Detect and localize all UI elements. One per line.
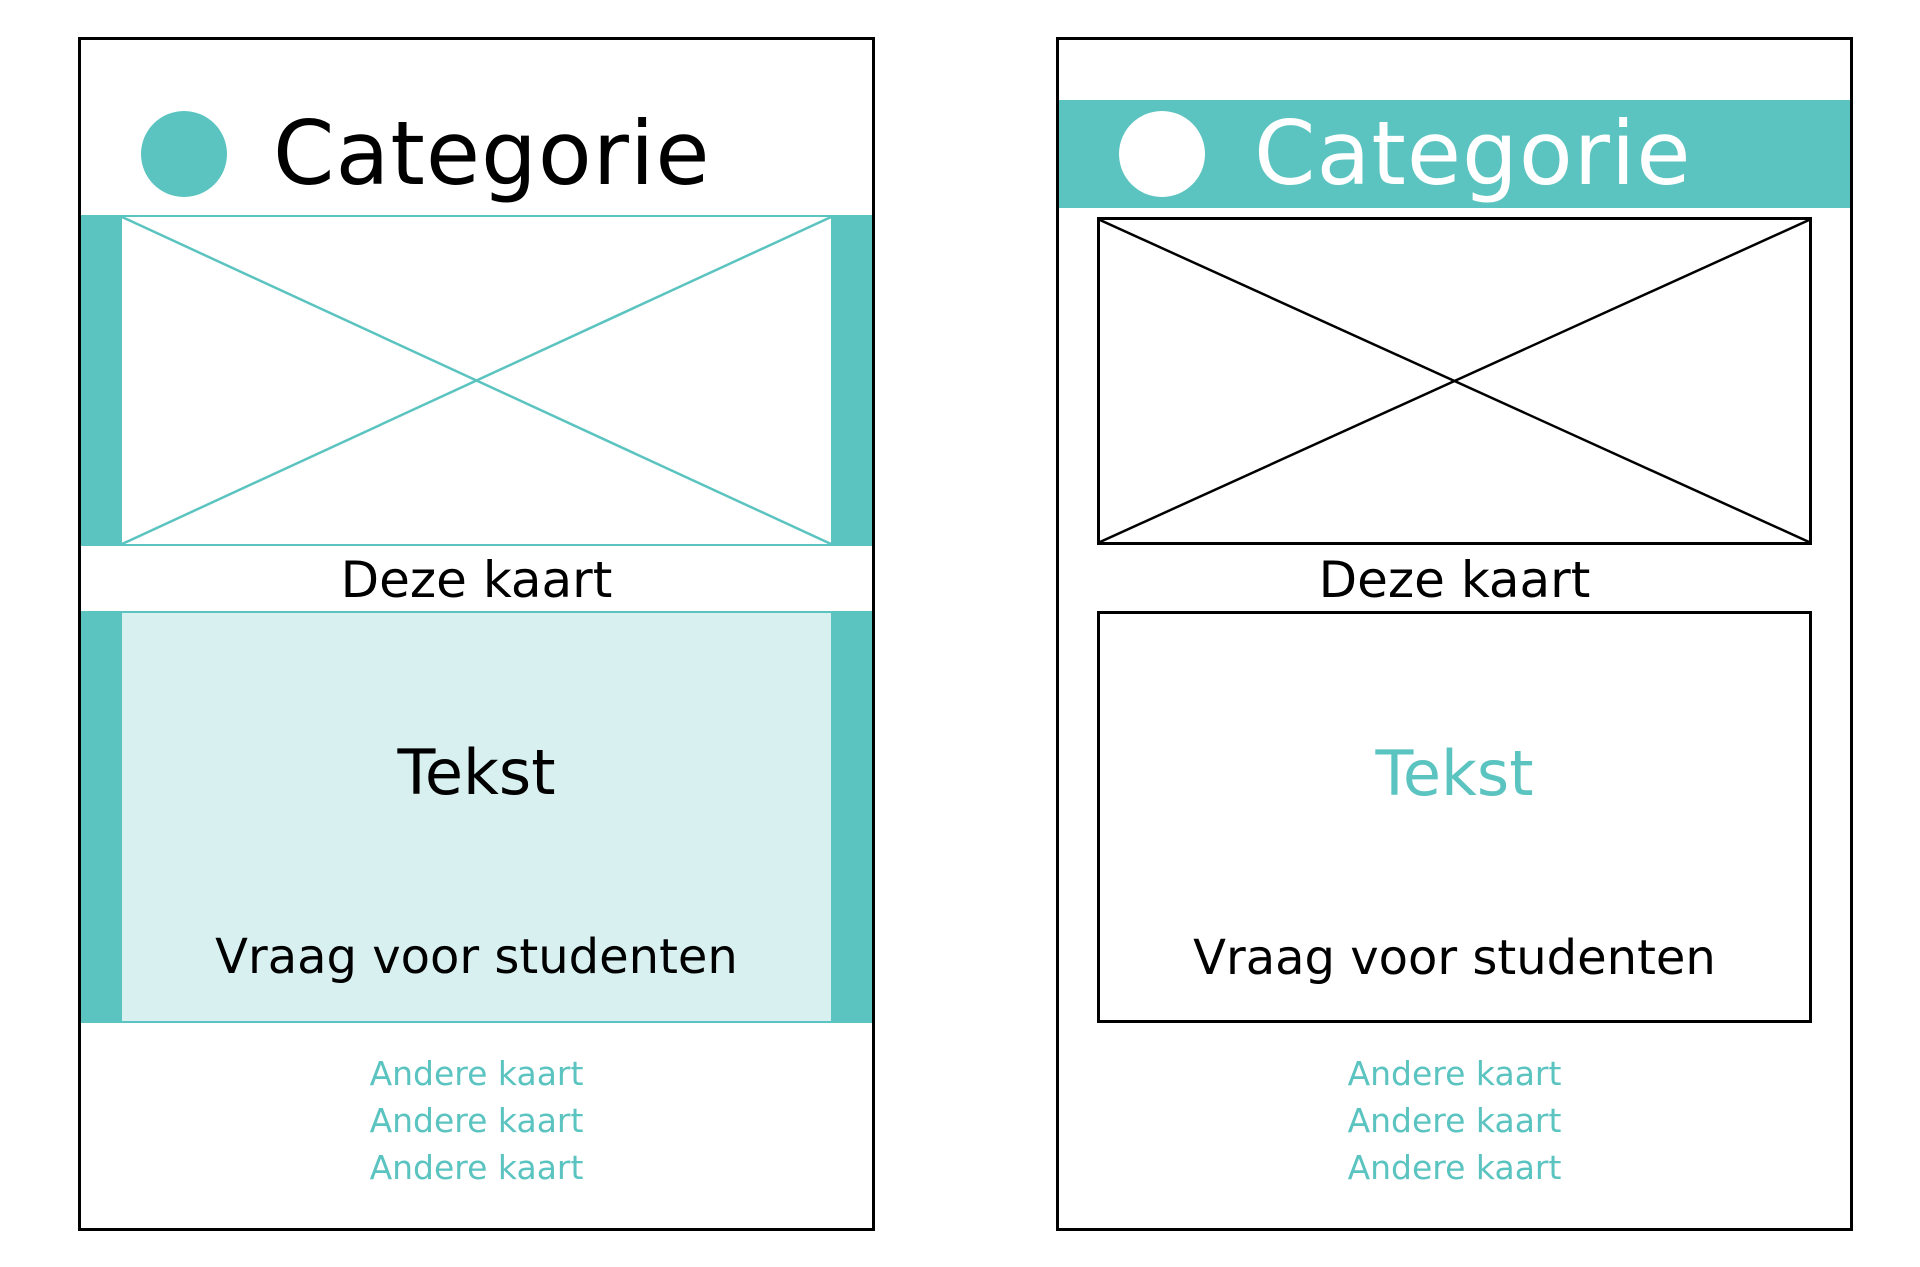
other-card-link[interactable]: Andere kaart — [1347, 1148, 1562, 1187]
category-title: Categorie — [273, 102, 711, 205]
image-placeholder — [1097, 217, 1812, 545]
text-heading: Tekst — [1375, 737, 1534, 810]
category-dot-icon — [1119, 111, 1205, 197]
category-header: Categorie — [81, 100, 872, 208]
card-caption: Deze kaart — [1318, 551, 1591, 609]
text-band: Tekst Vraag voor studenten — [1059, 611, 1850, 1023]
image-placeholder-icon — [1100, 220, 1809, 542]
card-caption: Deze kaart — [340, 551, 613, 609]
text-band: Tekst Vraag voor studenten — [81, 611, 872, 1023]
other-cards-links: Andere kaart Andere kaart Andere kaart — [1059, 1050, 1850, 1191]
card-variant-right: Categorie Deze kaart Tekst Vraag voor st… — [1056, 37, 1853, 1231]
other-card-link[interactable]: Andere kaart — [1347, 1101, 1562, 1140]
category-header: Categorie — [1059, 100, 1850, 208]
other-card-link[interactable]: Andere kaart — [369, 1148, 584, 1187]
image-placeholder-icon — [122, 217, 831, 544]
image-placeholder — [120, 215, 833, 546]
card-variant-left: Categorie Deze kaart Tekst Vraag voor st… — [78, 37, 875, 1231]
text-heading: Tekst — [397, 736, 556, 809]
other-card-link[interactable]: Andere kaart — [369, 1101, 584, 1140]
category-title: Categorie — [1254, 102, 1692, 205]
other-card-link[interactable]: Andere kaart — [369, 1054, 584, 1093]
text-box: Tekst Vraag voor studenten — [120, 611, 833, 1023]
other-cards-links: Andere kaart Andere kaart Andere kaart — [81, 1050, 872, 1191]
student-question: Vraag voor studenten — [1193, 930, 1716, 986]
image-band — [81, 215, 872, 546]
category-dot-icon — [141, 111, 227, 197]
other-card-link[interactable]: Andere kaart — [1347, 1054, 1562, 1093]
text-box: Tekst Vraag voor studenten — [1097, 611, 1812, 1023]
student-question: Vraag voor studenten — [215, 929, 738, 985]
